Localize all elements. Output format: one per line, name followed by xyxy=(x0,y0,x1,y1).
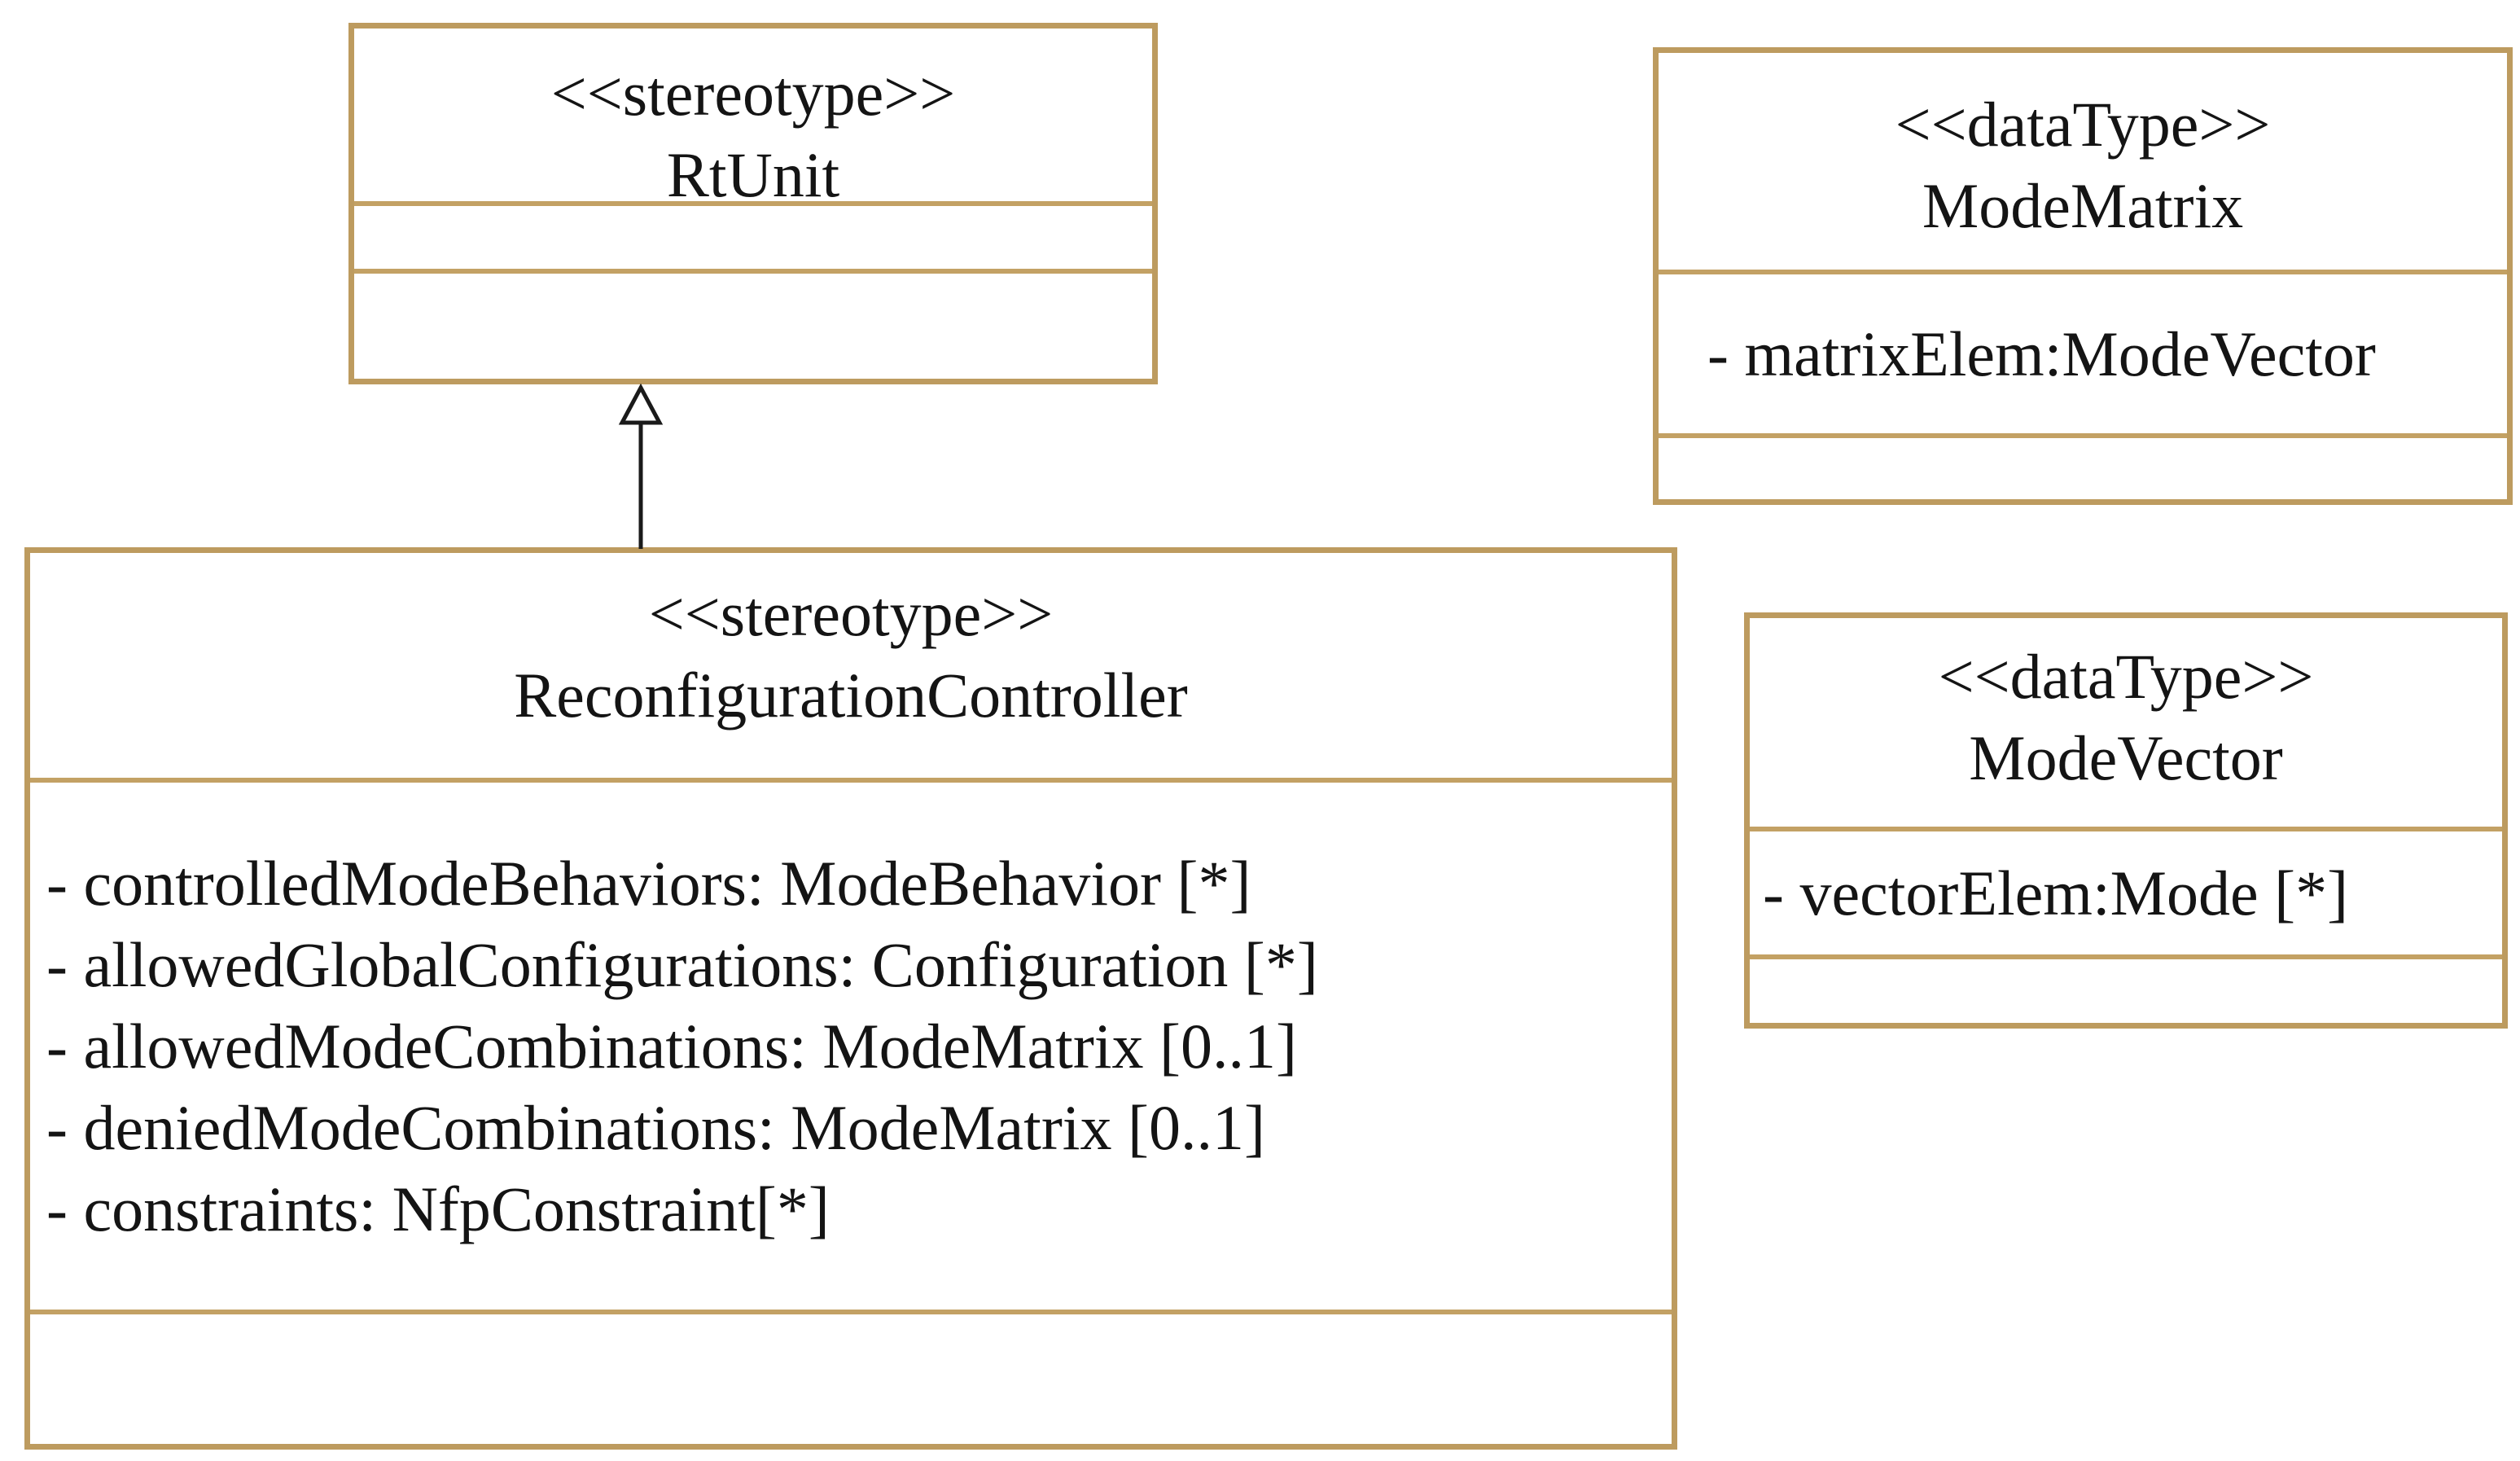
class-box-reconfigurationcontroller: <<stereotype>> ReconfigurationController… xyxy=(24,547,1677,1450)
modevector-title-compartment: <<dataType>> ModeVector xyxy=(1750,618,2502,827)
rtunit-stereotype-label: <<stereotype>> xyxy=(550,58,956,129)
reconfigurationcontroller-title-compartment: <<stereotype>> ReconfigurationController xyxy=(30,553,1672,778)
reconfigurationcontroller-attributes-compartment: - controlledModeBehaviors: ModeBehavior … xyxy=(30,778,1672,1310)
class-box-rtunit: <<stereotype>> RtUnit xyxy=(348,23,1158,384)
modematrix-stereotype-label: <<dataType>> xyxy=(1895,89,2271,160)
modematrix-title-compartment: <<dataType>> ModeMatrix xyxy=(1659,53,2507,270)
modevector-stereotype-label: <<dataType>> xyxy=(1938,641,2314,712)
modematrix-name-label: ModeMatrix xyxy=(1922,170,2244,241)
reconfigurationcontroller-stereotype-label: <<stereotype>> xyxy=(648,578,1054,649)
modematrix-attribute: - matrixElem:ModeVector xyxy=(1707,318,2376,389)
rtunit-name-label: RtUnit xyxy=(666,139,840,201)
modematrix-attributes-compartment: - matrixElem:ModeVector xyxy=(1659,270,2507,433)
modevector-operations-compartment-empty xyxy=(1750,954,2502,1023)
class-box-modematrix: <<dataType>> ModeMatrix - matrixElem:Mod… xyxy=(1653,47,2513,505)
class-box-modevector: <<dataType>> ModeVector - vectorElem:Mod… xyxy=(1744,612,2508,1029)
reconfigurationcontroller-name-label: ReconfigurationController xyxy=(514,660,1188,730)
attribute-deniedModeCombinations: - deniedModeCombinations: ModeMatrix [0.… xyxy=(46,1091,1265,1163)
reconfigurationcontroller-operations-compartment-empty xyxy=(30,1310,1672,1444)
attribute-allowedModeCombinations: - allowedModeCombinations: ModeMatrix [0… xyxy=(46,1010,1297,1081)
modevector-attribute: - vectorElem:Mode [*] xyxy=(1763,857,2349,928)
rtunit-operations-compartment-empty xyxy=(354,269,1152,379)
rtunit-title-compartment: <<stereotype>> RtUnit xyxy=(354,29,1152,201)
attribute-constraints: - constraints: NfpConstraint[*] xyxy=(46,1173,830,1244)
modematrix-operations-compartment-empty xyxy=(1659,433,2507,499)
generalization-arrow-icon xyxy=(618,383,664,549)
attribute-controlledModeBehaviors: - controlledModeBehaviors: ModeBehavior … xyxy=(46,847,1251,919)
modevector-attributes-compartment: - vectorElem:Mode [*] xyxy=(1750,827,2502,954)
rtunit-attributes-compartment-empty xyxy=(354,201,1152,269)
attribute-allowedGlobalConfigurations: - allowedGlobalConfigurations: Configura… xyxy=(46,928,1318,1000)
modevector-name-label: ModeVector xyxy=(1969,722,2283,793)
